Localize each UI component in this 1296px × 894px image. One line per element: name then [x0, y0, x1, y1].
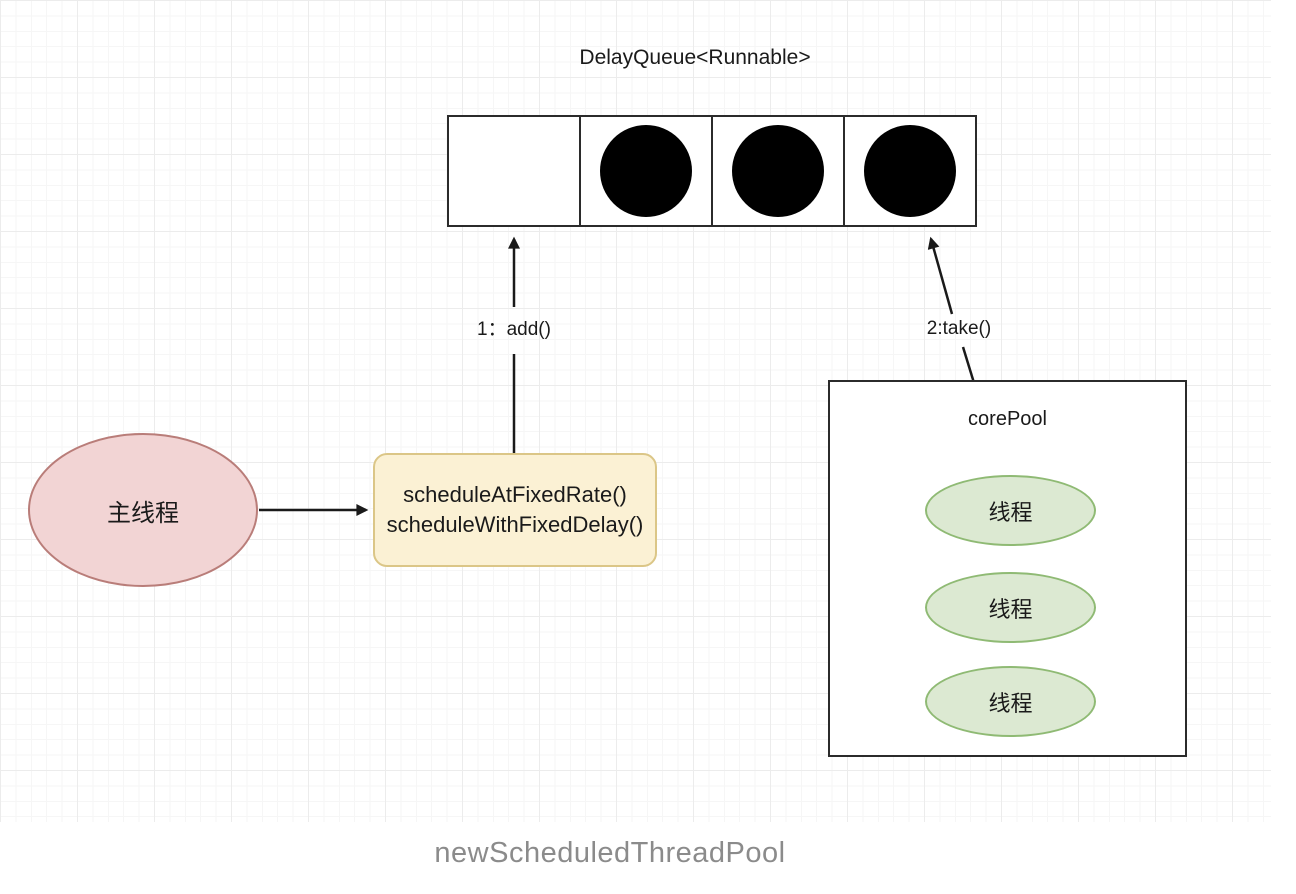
add-arrow-label: 1：add() — [477, 319, 551, 340]
core-pool-node[interactable]: corePool 线程 线程 线程 — [828, 380, 1187, 757]
pool-thread-node[interactable]: 线程 — [925, 572, 1096, 643]
delay-queue-node[interactable] — [447, 115, 977, 227]
task-dot — [600, 125, 692, 217]
main-thread-node[interactable]: 主线程 — [28, 433, 258, 587]
core-pool-label: corePool — [968, 408, 1047, 430]
take-arrow[interactable] — [927, 236, 954, 315]
queue-cell — [845, 117, 975, 225]
pool-thread-node[interactable]: 线程 — [925, 666, 1096, 737]
queue-cell — [581, 117, 713, 225]
pool-thread-label: 线程 — [988, 499, 1033, 525]
task-dot — [732, 125, 824, 217]
schedule-with-fixed-delay-label: scheduleWithFixedDelay() — [386, 512, 644, 537]
queue-cell-empty — [449, 117, 581, 225]
task-dot — [864, 125, 956, 217]
pool-thread-node[interactable]: 线程 — [925, 475, 1096, 546]
schedule-methods-node[interactable]: scheduleAtFixedRate() scheduleWithFixedD… — [373, 453, 657, 567]
queue-cell — [713, 117, 845, 225]
pool-thread-label: 线程 — [988, 596, 1033, 622]
diagram-caption: newScheduledThreadPool — [434, 837, 786, 869]
delay-queue-title: DelayQueue<Runnable> — [579, 46, 811, 69]
take-arrow-label: 2:take() — [926, 318, 992, 339]
pool-thread-label: 线程 — [988, 690, 1033, 716]
main-thread-label: 主线程 — [107, 499, 179, 527]
schedule-at-fixed-rate-label: scheduleAtFixedRate() — [403, 482, 627, 507]
